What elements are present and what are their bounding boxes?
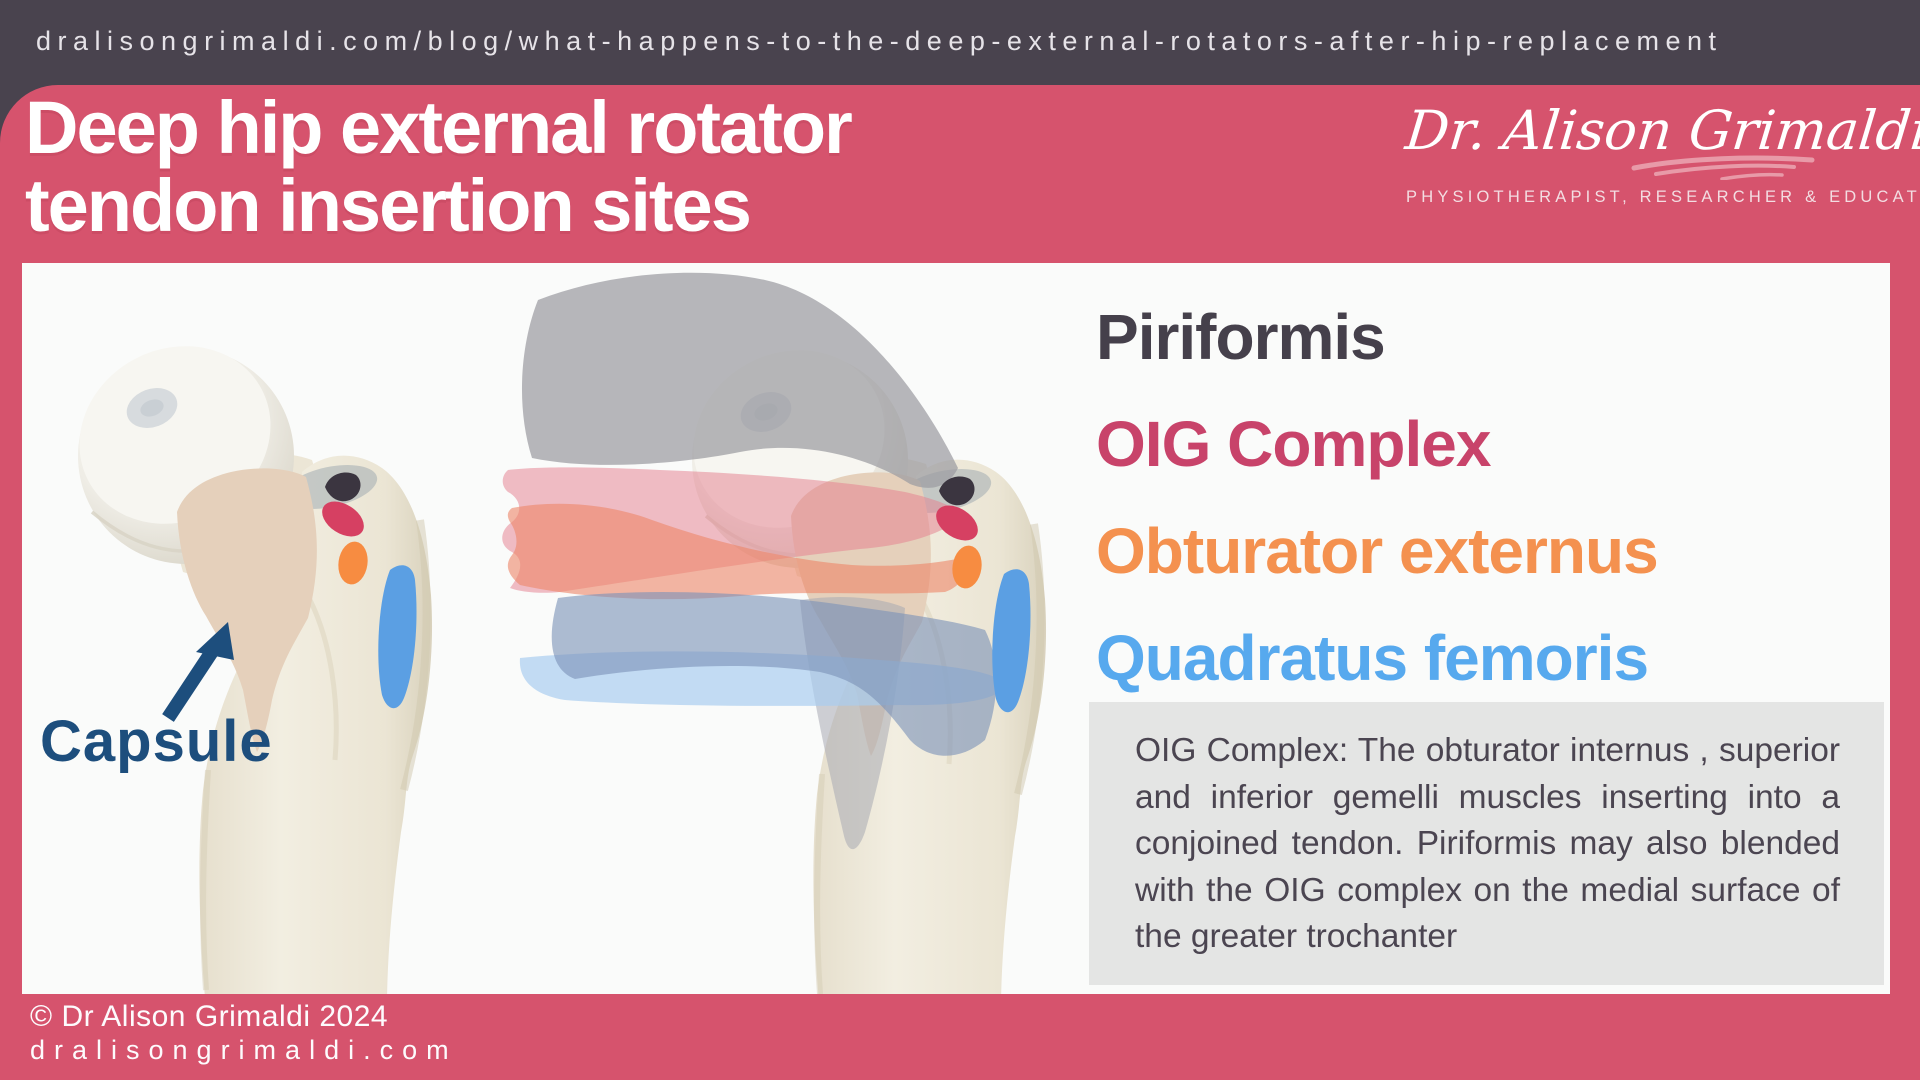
brand-logo-name: Dr. Alison Grimaldi [1402, 99, 1920, 162]
femur-plain-view [48, 313, 432, 994]
muscle-legend: Piriformis OIG Complex Obturator externu… [1096, 284, 1896, 712]
logo-scribble-icon [1631, 155, 1815, 180]
header-band: Deep hip external rotator tendon inserti… [0, 85, 1920, 263]
legend-item-quadratus-femoris: Quadratus femoris [1096, 622, 1649, 694]
page-title: Deep hip external rotator tendon inserti… [25, 86, 853, 247]
capsule-label: Capsule [40, 709, 273, 774]
footer-website: dralisongrimaldi.com [30, 1035, 458, 1065]
legend-item-obturator-externus: Obturator externus [1096, 515, 1659, 587]
obturator-externus-muscle-shape [507, 503, 967, 600]
footer-copyright: © Dr Alison Grimaldi 2024 [30, 1000, 389, 1033]
legend-item-oig-complex: OIG Complex [1096, 408, 1491, 480]
femur-muscle-view [502, 272, 1046, 994]
femur-illustration [22, 272, 1890, 994]
brand-logo: Dr. Alison Grimaldi PHYSIOTHERAPIST, RES… [1403, 99, 1920, 207]
oig-note-box: OIG Complex: The obturator internus , su… [1089, 702, 1884, 985]
brand-logo-tagline: PHYSIOTHERAPIST, RESEARCHER & EDUCATOR [1406, 188, 1920, 206]
page-title-line2: tendon insertion sites [25, 163, 752, 247]
capsule-arrow [162, 622, 234, 722]
piriformis-muscle-shape [521, 272, 958, 488]
quadratus-femoris-muscle-shape [551, 592, 997, 756]
page-title-line1: Deep hip external rotator [25, 86, 853, 169]
oig-note-text: OIG Complex: The obturator internus , su… [1135, 732, 1840, 955]
page-url: dralisongrimaldi.com/blog/what-happens-t… [36, 26, 1723, 56]
legend-item-piriformis: Piriformis [1096, 301, 1386, 373]
